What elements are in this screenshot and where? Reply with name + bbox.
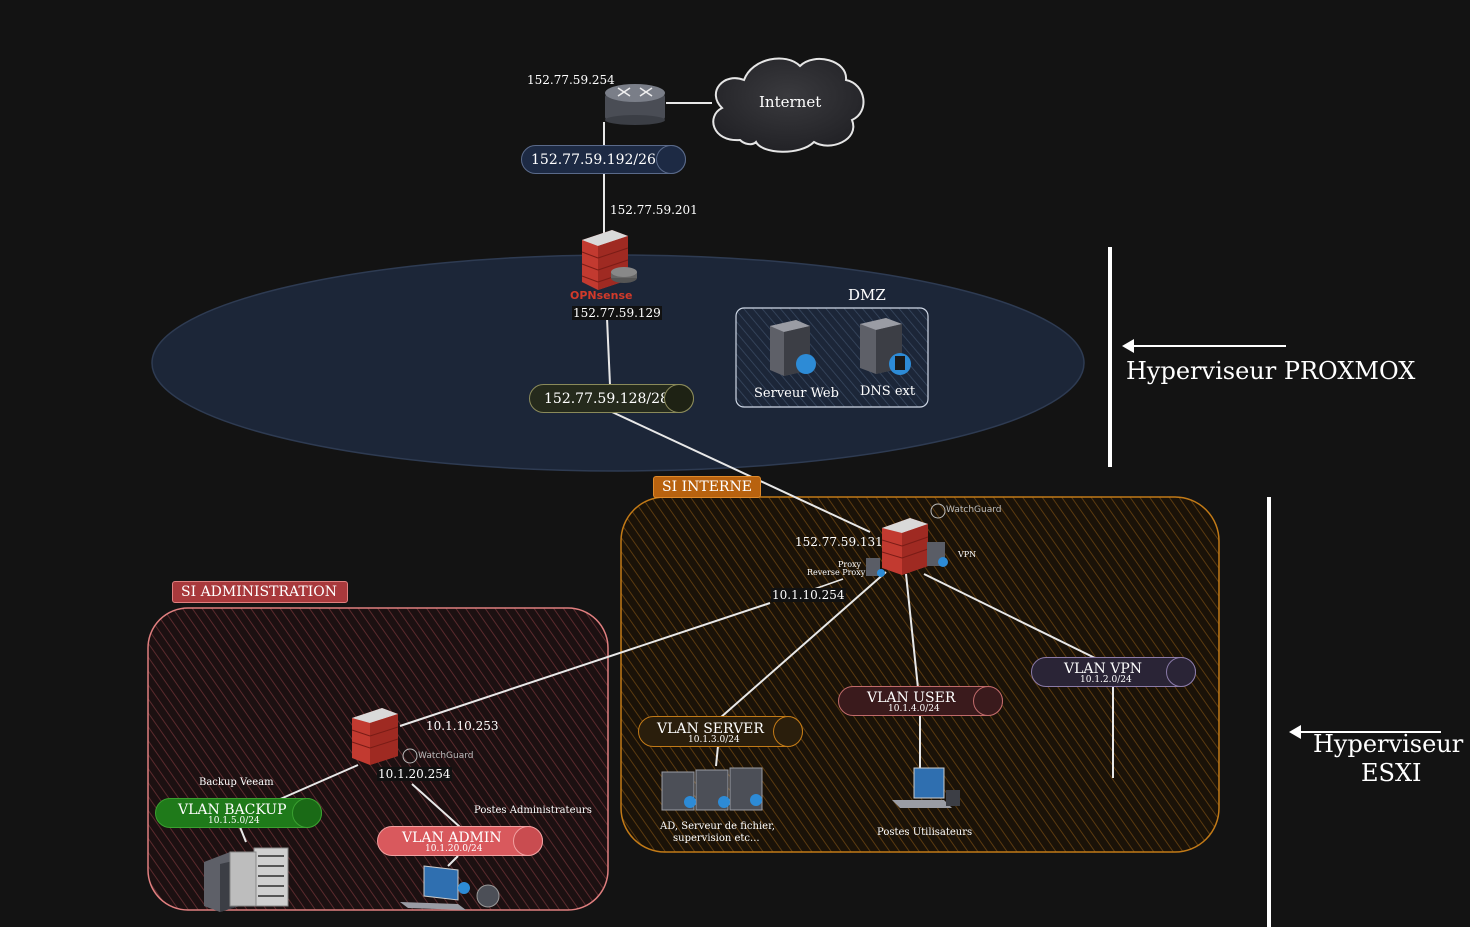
watchguard-lan-ip: 10.1.10.254 [771, 588, 846, 602]
vlan-server-name: VLAN SERVER [657, 721, 764, 737]
watchguard-logo: WatchGuard [946, 505, 1002, 515]
admin-workstations-icon [400, 865, 500, 910]
watchguard-firewall-icon [866, 518, 948, 577]
opnsense-logo: OPNsense [570, 289, 633, 302]
router-icon [605, 84, 665, 125]
proxmox-arrow-icon [1122, 339, 1286, 353]
vpn-label: VPN [958, 550, 977, 559]
watchguard-logo-icon [930, 503, 946, 519]
vlan-backup-subnet: 10.1.5.0/24 [208, 816, 260, 826]
opnsense-wan-ip: 152.77.59.201 [610, 203, 698, 217]
vlan-server-pill: VLAN SERVER 10.1.3.0/24 [638, 716, 803, 747]
reverse-proxy-label: Reverse Proxy [807, 568, 866, 577]
user-workstations-icon [892, 767, 960, 808]
admin-firewall-lan-ip: 10.1.20.254 [377, 767, 452, 781]
wan-subnet-cap [656, 145, 686, 174]
si-interne-tag: SI INTERNE [653, 476, 761, 498]
vlan-admin-name: VLAN ADMIN [402, 830, 502, 846]
links [239, 102, 1114, 867]
proxmox-label: Hyperviseur PROXMOX [1126, 357, 1416, 385]
proxmox-bracket [1108, 247, 1112, 467]
admin-watchguard-firewall-icon [351, 708, 399, 765]
vlan-user-subnet: 10.1.4.0/24 [888, 704, 940, 714]
dmz-subnet-cap [664, 384, 694, 413]
vlan-user-name: VLAN USER [867, 690, 956, 706]
vlan-vpn-cap [1166, 657, 1196, 687]
esxi-label-line1: Hyperviseur [1313, 730, 1464, 758]
watchguard-wan-ip: 152.77.59.131 [795, 535, 883, 549]
vlan-admin-cap [513, 826, 543, 856]
internal-servers-icon [661, 767, 763, 811]
proxmox-zone [151, 254, 1085, 472]
dns-server-icon [860, 318, 911, 375]
esxi-bracket [1267, 497, 1271, 927]
vlan-vpn-name: VLAN VPN [1064, 661, 1142, 677]
vlan-user-cap [973, 686, 1003, 716]
vlan-user-pill: VLAN USER 10.1.4.0/24 [838, 686, 1003, 716]
esxi-arrow-icon [1289, 725, 1441, 739]
si-admin-tag: SI ADMINISTRATION [172, 581, 348, 603]
admin-firewall-wan-ip: 10.1.10.253 [426, 719, 499, 733]
vlan-backup-caption: Backup Veeam [199, 777, 274, 788]
vlan-server-cap [773, 716, 803, 747]
vlan-server-subnet: 10.1.3.0/24 [688, 735, 740, 745]
esxi-label-line2: ESXI [1361, 759, 1422, 787]
vlan-vpn-pill: VLAN VPN 10.1.2.0/24 [1031, 657, 1196, 687]
vlan-user-caption: Postes Utilisateurs [877, 827, 973, 838]
vlan-server-caption-2: supervision etc... [673, 833, 760, 844]
vlan-backup-name: VLAN BACKUP [178, 802, 287, 818]
web-server-icon [770, 320, 816, 376]
vlan-admin-subnet: 10.1.20.0/24 [425, 844, 483, 854]
dmz-title: DMZ [848, 286, 886, 304]
web-server-label: Serveur Web [754, 386, 839, 401]
dmz-subnet-label: 152.77.59.128/28 [544, 391, 669, 407]
admin-watchguard-logo: WatchGuard [418, 751, 474, 761]
vlan-vpn-subnet: 10.1.2.0/24 [1080, 675, 1132, 685]
internet-cloud-icon [712, 57, 865, 153]
dns-server-label: DNS ext [860, 384, 916, 399]
internet-label: Internet [759, 93, 822, 111]
vlan-server-caption-1: AD, Serveur de fichier, [660, 821, 775, 832]
vlan-backup-pill: VLAN BACKUP 10.1.5.0/24 [155, 798, 322, 828]
router-ip-label: 152.77.59.254 [527, 73, 615, 87]
admin-watchguard-logo-icon [402, 748, 418, 764]
si-interne-zone [620, 496, 1220, 853]
opnsense-lan-ip: 152.77.59.129 [572, 306, 662, 320]
vlan-admin-caption: Postes Administrateurs [474, 805, 592, 816]
wan-subnet-label: 152.77.59.192/26 [531, 152, 656, 168]
wan-subnet-pill: 152.77.59.192/26 [521, 145, 686, 174]
opnsense-firewall-icon [581, 230, 637, 290]
proxy-label: Proxy [838, 560, 862, 569]
vlan-admin-pill: VLAN ADMIN 10.1.20.0/24 [377, 826, 543, 856]
dmz-subnet-pill: 152.77.59.128/28 [529, 384, 694, 413]
vlan-backup-cap [292, 798, 322, 828]
backup-servers-icon [204, 847, 289, 912]
